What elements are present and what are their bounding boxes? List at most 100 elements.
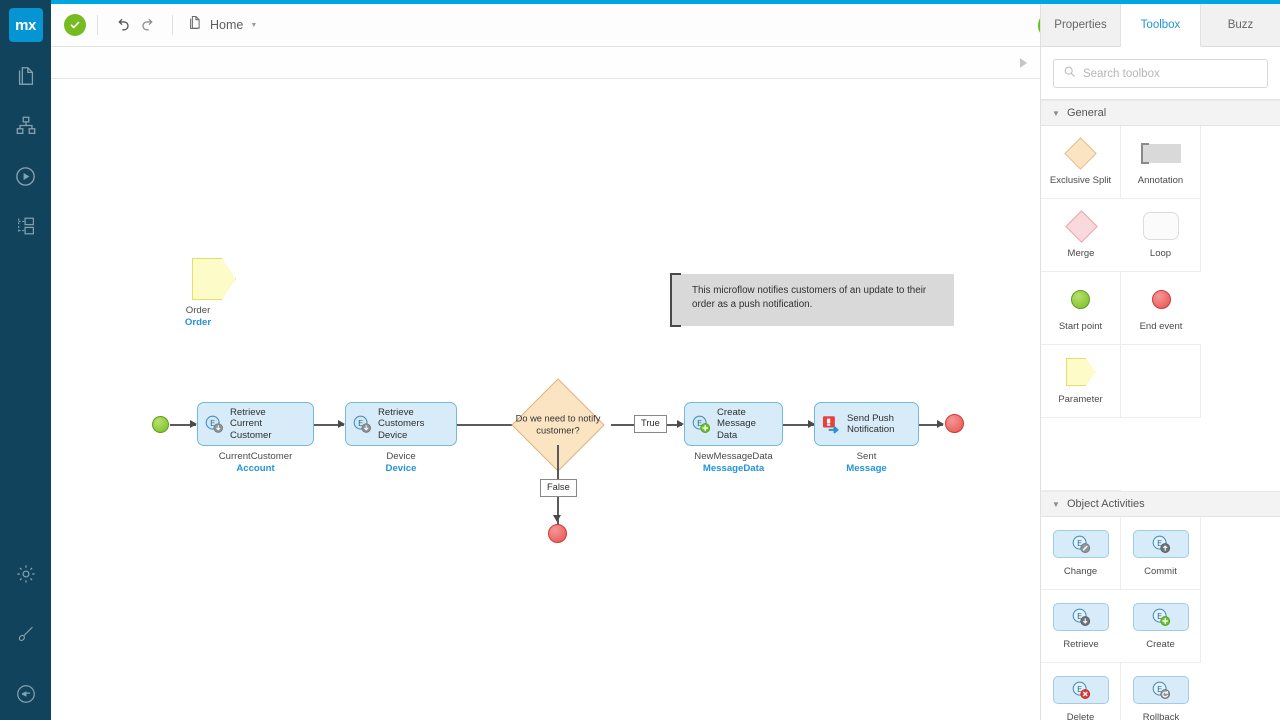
chevron-down-icon: ▼ xyxy=(1052,499,1060,509)
merge-icon xyxy=(1064,209,1098,243)
toolbox-group-object-activities[interactable]: ▼ Object Activities xyxy=(1041,491,1280,517)
exclusive-split-icon xyxy=(1064,136,1097,170)
svg-text:E: E xyxy=(1077,611,1082,621)
end-event-false[interactable] xyxy=(548,524,567,543)
activity-caption-name: Device xyxy=(386,451,416,462)
create-object-icon: E xyxy=(685,413,717,435)
start-point-icon xyxy=(152,416,169,433)
toolbox-item-delete[interactable]: E Delete xyxy=(1041,663,1121,720)
toolbox-item-annotation[interactable]: Annotation xyxy=(1121,126,1201,199)
decision-text: Do we need to notify customer? xyxy=(515,413,601,436)
toolbox-item-label: Merge xyxy=(1067,248,1095,259)
toolbox-empty-cell xyxy=(1041,418,1121,491)
flow-connector xyxy=(170,424,196,426)
tab-buzz[interactable]: Buzz xyxy=(1201,4,1280,46)
activity-caption-name: Sent xyxy=(856,451,877,462)
toolbox-item-change[interactable]: E Change xyxy=(1041,517,1121,590)
flow-connector xyxy=(457,424,548,426)
flow-arrow xyxy=(677,420,684,428)
retrieve-object-icon: E xyxy=(1053,603,1109,631)
flow-arrow xyxy=(190,420,197,428)
toolbox-item-rollback[interactable]: E Rollback xyxy=(1121,663,1201,720)
search-box[interactable] xyxy=(1053,59,1268,88)
flow-label-true[interactable]: True xyxy=(634,415,667,433)
toolbox-item-exclusive-split[interactable]: Exclusive Split xyxy=(1041,126,1121,199)
microflows-icon[interactable] xyxy=(14,164,38,188)
toolbox-item-retrieve[interactable]: E Retrieve xyxy=(1041,590,1121,663)
pages-icon[interactable] xyxy=(14,64,38,88)
toolbox-item-commit[interactable]: E Commit xyxy=(1121,517,1201,590)
right-panel: Properties Toolbox Buzz ▼ General Exclu xyxy=(1040,4,1280,720)
activity-caption-name: CurrentCustomer xyxy=(218,451,293,462)
flow-arrow xyxy=(808,420,815,428)
left-navigation-rail: mx xyxy=(0,0,51,720)
theme-brush-icon[interactable] xyxy=(14,622,38,646)
undo-button[interactable] xyxy=(109,12,135,38)
toolbox-item-label: End event xyxy=(1139,321,1183,332)
settings-gear-icon[interactable] xyxy=(14,562,38,586)
end-event-icon xyxy=(1151,289,1171,309)
search-input[interactable] xyxy=(1083,67,1258,80)
toolbox-empty-cell xyxy=(1121,345,1201,418)
activity-caption-type: MessageData xyxy=(702,463,765,474)
exclusive-split-decision[interactable]: Do we need to notify customer? xyxy=(504,378,612,472)
flow-label-false[interactable]: False xyxy=(540,479,577,497)
document-breadcrumb[interactable]: Home ▼ xyxy=(186,14,257,36)
toolbox-item-parameter[interactable]: Parameter xyxy=(1041,345,1121,418)
svg-text:E: E xyxy=(1077,684,1082,694)
toolbar-divider-2 xyxy=(172,15,173,35)
search-icon xyxy=(1063,65,1076,83)
chevron-down-icon[interactable]: ▼ xyxy=(250,21,258,29)
group-title: General xyxy=(1067,107,1107,119)
parameter-type: Order xyxy=(184,317,212,328)
loop-icon xyxy=(1142,212,1179,240)
tab-properties[interactable]: Properties xyxy=(1041,4,1121,46)
activity-caption-name: NewMessageData xyxy=(694,451,773,462)
toolbox-group-general[interactable]: ▼ General xyxy=(1041,100,1280,126)
parameter-name: Order xyxy=(185,305,211,316)
toolbar-divider xyxy=(97,15,98,35)
end-event-icon xyxy=(945,414,964,433)
flow-connector xyxy=(919,424,943,426)
toolbox-object-activities-grid: E Change E Commit xyxy=(1041,517,1280,720)
top-accent-bar xyxy=(0,0,1280,4)
play-triangle-icon[interactable] xyxy=(1020,57,1027,68)
end-event-true[interactable] xyxy=(945,414,964,433)
retrieve-object-icon: E xyxy=(198,413,230,435)
toolbox-item-start-point[interactable]: Start point xyxy=(1041,272,1121,345)
start-event[interactable] xyxy=(152,416,169,433)
svg-text:E: E xyxy=(1157,611,1162,621)
navigation-icon[interactable] xyxy=(14,214,38,238)
flow-connector xyxy=(314,424,344,426)
feedback-megaphone-icon[interactable] xyxy=(14,682,38,706)
toolbox-item-end-event[interactable]: End event xyxy=(1121,272,1201,345)
toolbox-item-merge[interactable]: Merge xyxy=(1041,199,1121,272)
flow-connector xyxy=(783,424,814,426)
toolbox-item-create[interactable]: E Create xyxy=(1121,590,1201,663)
microflow-annotation[interactable]: This microflow notifies customers of an … xyxy=(670,273,954,327)
redo-button[interactable] xyxy=(135,12,161,38)
toolbox-item-loop[interactable]: Loop xyxy=(1121,199,1201,272)
microflow-canvas[interactable]: Order Order This microflow notifies cust… xyxy=(51,79,1040,720)
document-label: Home xyxy=(210,18,244,32)
mendix-logo[interactable]: mx xyxy=(8,8,43,42)
annotation-text: This microflow notifies customers of an … xyxy=(670,273,954,327)
tab-toolbox[interactable]: Toolbox xyxy=(1121,4,1201,47)
svg-text:E: E xyxy=(358,418,363,428)
domain-model-icon[interactable] xyxy=(14,114,38,138)
annotation-icon xyxy=(1140,142,1181,164)
change-object-icon: E xyxy=(1052,530,1109,558)
svg-text:E: E xyxy=(697,418,702,428)
checkmark-icon[interactable] xyxy=(64,14,86,36)
microflow-parameter-order[interactable]: Order Order xyxy=(185,258,236,329)
